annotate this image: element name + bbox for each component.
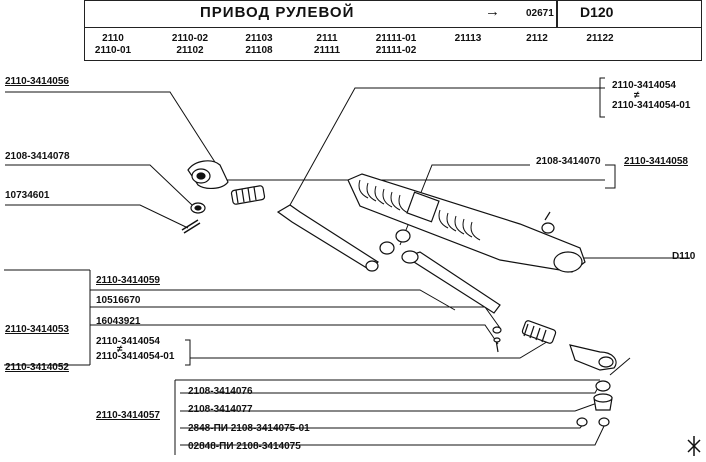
cotter-pin [181, 219, 201, 234]
leader-line [609, 357, 631, 376]
leader-line [180, 423, 606, 446]
model-line: 2110 [102, 33, 124, 44]
bellows-boot-left [358, 179, 409, 214]
model-line: 2112 [526, 33, 548, 44]
tie-rod-end-right [569, 344, 617, 371]
model-line: 21111 [313, 45, 341, 56]
label-rod-right-alt-mark: ≠ [117, 344, 123, 355]
diagram-title: ПРИВОД РУЛЕВОЙ [200, 4, 355, 21]
ball-pin-nut [190, 202, 206, 214]
ball-pin-insert [576, 417, 610, 427]
leader-line [5, 91, 221, 171]
model-line: 21111-02 [375, 45, 417, 56]
gear-end-cap [553, 251, 583, 273]
label-group-053: 2110-3414053 [5, 324, 69, 335]
mount-bracket [541, 222, 555, 234]
corner-logo [687, 436, 701, 456]
header-divider [556, 0, 558, 28]
model-line: 2110-02 [171, 33, 209, 44]
label-rod-assembly-alt: 2110-3414054-01 [612, 100, 691, 111]
tie-rod-right [401, 250, 501, 314]
label-cotter-pin: 10734601 [5, 190, 50, 201]
label-insert: 02848-ПИ 2108-3414075 [188, 441, 301, 452]
label-rod-assembly-alt-mark: ≠ [634, 90, 640, 101]
bellows-boot-right [438, 209, 481, 241]
label-tie-rod-right-group: 2110-3414059 [96, 275, 160, 286]
tie-rod-end-left [187, 160, 266, 205]
model-cell: 21103 21108 [229, 33, 289, 57]
leader-line [289, 87, 605, 206]
model-cell: 21122 [570, 33, 630, 45]
label-gear-reference: D110 [672, 251, 696, 262]
label-ring: 2108-3414077 [188, 404, 253, 415]
model-line: 2111 [316, 33, 338, 44]
model-line: 21111-01 [375, 33, 417, 44]
label-steering-gear: 2110-3414058 [624, 156, 688, 167]
label-bolt: 10516670 [96, 295, 141, 306]
label-group-052: 2110-3414052 [5, 362, 69, 373]
leader-line [90, 324, 499, 345]
model-line: 21103 [245, 33, 273, 44]
header-table [84, 0, 702, 61]
label-group-057: 2110-3414057 [96, 410, 160, 421]
arrow-icon: → [485, 3, 500, 20]
leader-line [190, 339, 551, 359]
leader-line [5, 204, 189, 229]
model-cell: 2112 [507, 33, 567, 45]
bracket [185, 339, 191, 366]
label-rod-right-alt: 2110-3414054-01 [96, 351, 175, 362]
label-mount-washer: 2108-3414070 [536, 156, 601, 167]
tie-rod-left [276, 204, 379, 271]
leader-line [180, 401, 601, 412]
mount-washer [365, 229, 411, 272]
leader-line [5, 164, 193, 206]
gear-body [406, 191, 440, 223]
label-rod-right: 2110-3414054 [96, 336, 160, 347]
model-cell: 2110 2110-01 [83, 33, 143, 57]
label-plate: 16043921 [96, 316, 141, 327]
reference-code: 02671 [526, 8, 554, 19]
label-tie-rod-end-left: 2110-3414056 [5, 76, 69, 87]
model-cell: 21111-01 21111-02 [366, 33, 426, 57]
model-line: 21108 [245, 45, 273, 56]
header-title-row [84, 0, 702, 28]
model-line: 21113 [454, 33, 482, 44]
leader-line [90, 289, 456, 311]
model-line: 2110-01 [94, 45, 132, 56]
ball-joint-boot [595, 380, 611, 392]
adjusting-sleeve [521, 320, 557, 344]
model-line: 21122 [586, 33, 614, 44]
bolt [492, 326, 502, 353]
model-cell: 21113 [438, 33, 498, 45]
sheet-code: D120 [580, 4, 614, 20]
label-rod-assembly: 2110-3414054 [612, 80, 676, 91]
label-insert-01: 2848-ПИ 2108-3414075-01 [188, 423, 310, 434]
label-boot: 2108-3414076 [188, 386, 253, 397]
model-line: 21102 [176, 45, 204, 56]
bracket [605, 164, 616, 189]
retaining-ring [593, 393, 613, 411]
label-ball-nut: 2108-3414078 [5, 151, 70, 162]
model-cell: 2110-02 21102 [160, 33, 220, 57]
model-cell: 2111 21111 [297, 33, 357, 57]
bracket [599, 77, 605, 118]
steering-gear-housing [347, 173, 586, 273]
